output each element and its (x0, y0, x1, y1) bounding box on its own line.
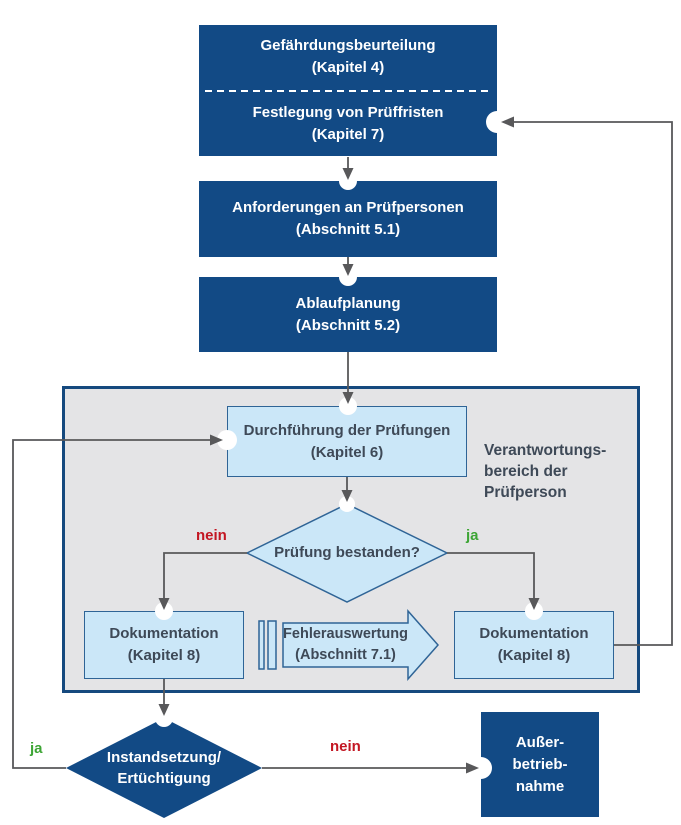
arrowhead-left (501, 116, 514, 128)
arrowhead-down (342, 264, 354, 276)
node-anforderungen-pruefpersonen: Anforderungen an Prüfpersonen (Abschnitt… (199, 181, 497, 257)
node-fehlerauswertung-label: Fehlerauswertung (Abschnitt 7.1) (283, 624, 408, 666)
node-dokumentation-links: Dokumentation (Kapitel 8) (84, 611, 244, 679)
node-sublabel: (Abschnitt 5.2) (295, 316, 401, 334)
node-label: Fehlerauswertung (283, 626, 408, 642)
node-label: betrieb- (512, 755, 568, 773)
edge-label-ja-pruefung: ja (466, 527, 479, 544)
region-label-line: bereich der (484, 463, 568, 480)
responsibility-region-label: Verantwortungs- bereich der Prüfperson (484, 440, 606, 503)
node-ablaufplanung: Ablaufplanung (Abschnitt 5.2) (199, 277, 497, 352)
decision-pruefung-bestanden-label: Prüfung bestanden? (274, 544, 420, 561)
node-label: Festlegung von Prüffristen (252, 103, 444, 121)
node-label: Außer- (515, 733, 565, 751)
node-label: Anforderungen an Prüfpersonen (232, 199, 464, 216)
node-label: Ablaufplanung (295, 294, 401, 312)
decision-instandsetzung-label: Instandsetzung/ Ertüchtigung (66, 747, 262, 789)
region-label-line: Prüfperson (484, 484, 567, 501)
node-label: Gefährdungsbeurteilung (260, 37, 436, 55)
node-label: Ertüchtigung (117, 770, 211, 787)
node-sublabel: (Abschnitt 7.1) (295, 647, 396, 663)
node-festlegung-prueffristen: Festlegung von Prüffristen (Kapitel 7) (199, 92, 497, 157)
node-label: Instandsetzung/ (106, 749, 222, 766)
node-gefaehrdungsbeurteilung: Gefährdungsbeurteilung (Kapitel 4) (199, 25, 497, 90)
node-durchfuehrung-pruefungen: Durchführung der Prüfungen (Kapitel 6) (227, 406, 467, 477)
node-sublabel: (Kapitel 4) (311, 59, 385, 77)
edge-label-nein-instandsetzung: nein (330, 738, 361, 755)
region-label-line: Verantwortungs- (484, 442, 607, 459)
node-sublabel: (Kapitel 8) (497, 647, 571, 664)
node-dokumentation-rechts: Dokumentation (Kapitel 8) (454, 611, 614, 679)
node-label: nahme (515, 777, 565, 795)
arrowhead-right (466, 762, 479, 774)
node-sublabel: (Kapitel 6) (310, 443, 384, 461)
edge-label-ja-instandsetzung: ja (30, 740, 43, 757)
arrowhead-down (342, 168, 354, 180)
node-label: Dokumentation (109, 625, 219, 642)
node-gefaehrdung-festlegung: Gefährdungsbeurteilung (Kapitel 4) Festl… (199, 25, 497, 156)
node-label: Dokumentation (479, 625, 589, 642)
node-label: Durchführung der Prüfungen (243, 421, 451, 439)
node-sublabel: (Kapitel 7) (311, 125, 385, 143)
node-sublabel: (Abschnitt 5.1) (295, 221, 401, 238)
edge-label-nein-pruefung: nein (196, 527, 227, 544)
notch (155, 709, 173, 727)
arrowhead-down (158, 704, 170, 716)
dashed-divider (204, 89, 492, 92)
node-ausserbetriebnahme: Außer- betrieb- nahme (481, 712, 599, 817)
node-sublabel: (Kapitel 8) (127, 647, 201, 664)
